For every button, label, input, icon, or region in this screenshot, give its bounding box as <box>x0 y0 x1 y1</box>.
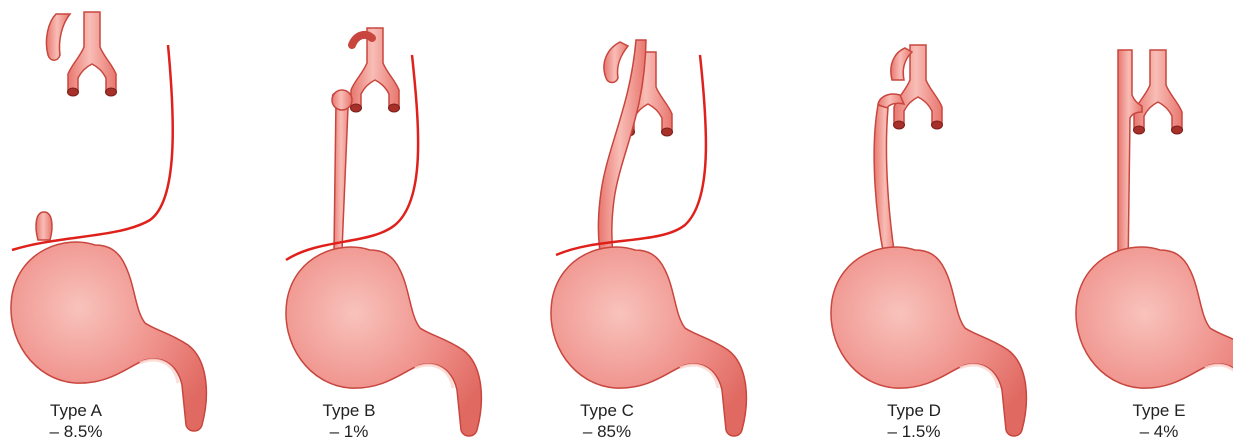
caption-type-e: Type E – 4% <box>1089 400 1229 442</box>
esophagus-with-h-fistula <box>1118 50 1142 270</box>
percent-label: – 1% <box>279 421 419 442</box>
type-label: Type E <box>1089 400 1229 421</box>
panel-type-d <box>831 45 1026 436</box>
caption-type-c: Type C – 85% <box>537 400 677 442</box>
panel-type-c <box>551 40 746 436</box>
percent-label: – 1.5% <box>844 421 984 442</box>
panel-type-b <box>286 28 481 436</box>
percent-label: – 4% <box>1089 421 1229 442</box>
panel-type-a <box>11 12 206 431</box>
percent-label: – 85% <box>537 421 677 442</box>
caption-type-d: Type D – 1.5% <box>844 400 984 442</box>
caption-type-b: Type B – 1% <box>279 400 419 442</box>
type-label: Type B <box>279 400 419 421</box>
trachea-bronchi <box>1134 50 1183 134</box>
percent-label: – 8.5% <box>6 421 146 442</box>
diaphragm-line <box>286 55 418 260</box>
upper-esophageal-pouch <box>604 42 628 83</box>
type-label: Type A <box>6 400 146 421</box>
panel-type-e <box>1076 50 1233 436</box>
upper-pouch-with-fistula <box>332 90 352 250</box>
upper-esophageal-pouch <box>46 14 70 60</box>
lower-esophageal-stub <box>36 212 52 240</box>
type-label: Type C <box>537 400 677 421</box>
trachea-bronchi <box>68 12 117 96</box>
caption-type-a: Type A – 8.5% <box>6 400 146 442</box>
type-label: Type D <box>844 400 984 421</box>
